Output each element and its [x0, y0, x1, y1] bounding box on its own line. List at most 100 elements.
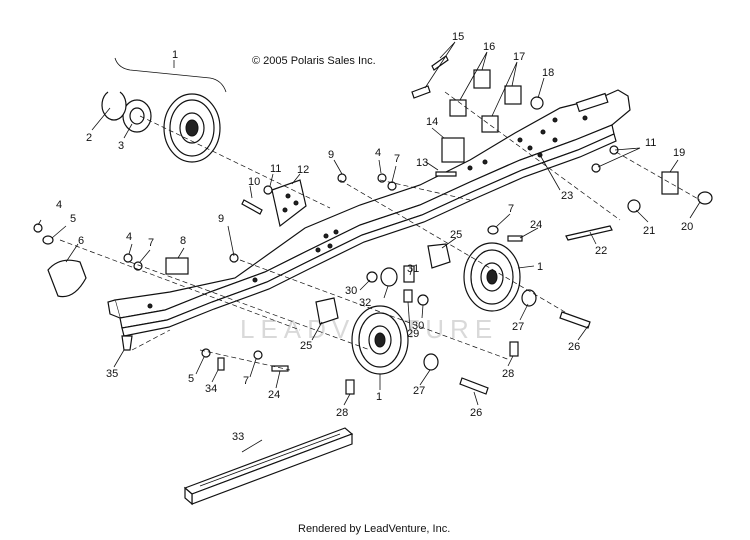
callout-33: 33	[232, 431, 244, 443]
callout-25: 25	[300, 340, 312, 352]
callout-27: 27	[512, 321, 524, 333]
callout-14: 14	[426, 116, 438, 128]
callout-4: 4	[375, 147, 381, 159]
callout-9: 9	[328, 149, 334, 161]
front-cap-6	[47, 259, 87, 298]
callout-26: 26	[470, 407, 482, 419]
callout-2: 2	[86, 132, 92, 144]
callout-25: 25	[450, 229, 462, 241]
callout-12: 12	[297, 164, 309, 176]
nut-4b	[123, 253, 133, 263]
bolt-22	[565, 225, 613, 241]
washer-27b	[423, 353, 439, 371]
callout-30: 30	[345, 285, 357, 297]
callout-1: 1	[537, 261, 543, 273]
block-14	[441, 137, 465, 163]
pin-15b	[411, 85, 431, 99]
pin-35	[121, 335, 133, 351]
spacer-17b	[481, 115, 499, 133]
slide-33	[183, 427, 354, 506]
bracket-19	[661, 171, 679, 195]
cap-20	[697, 191, 713, 205]
callout-5: 5	[70, 213, 76, 225]
callout-27: 27	[413, 385, 425, 397]
callout-23: 23	[561, 190, 573, 202]
copyright-text: © 2005 Polaris Sales Inc.	[252, 55, 376, 67]
washer-5a	[42, 235, 54, 245]
callout-1: 1	[376, 391, 382, 403]
callout-15: 15	[452, 31, 464, 43]
callout-4: 4	[126, 231, 132, 243]
callout-20: 20	[681, 221, 693, 233]
callout-24: 24	[268, 389, 280, 401]
callout-26: 26	[568, 341, 580, 353]
callout-6: 6	[78, 235, 84, 247]
plate-12	[271, 179, 307, 228]
rail-holes	[147, 115, 588, 309]
callout-7: 7	[508, 203, 514, 215]
callout-22: 22	[595, 245, 607, 257]
roller-32	[380, 267, 398, 287]
bolt-24a	[507, 235, 523, 242]
callout-11: 11	[645, 137, 656, 149]
bolt-34	[217, 357, 225, 371]
spacer-17a	[504, 85, 522, 105]
callout-4: 4	[56, 199, 62, 211]
bracket-25b	[315, 297, 339, 325]
callout-1: 1	[172, 49, 178, 61]
callout-29: 29	[407, 328, 419, 340]
bolt-29	[403, 289, 413, 303]
washer-27a	[521, 289, 537, 307]
callouts: 1 1 1 2 3 4 4 4 5 5 6 7 7 7 7 8 9 9 10 1…	[56, 31, 693, 443]
callout-9: 9	[218, 213, 224, 225]
washer-7d	[253, 350, 263, 360]
nut-11c	[591, 163, 601, 173]
bolt-28a	[509, 341, 519, 357]
bolt-26a	[559, 311, 591, 329]
callout-30: 30	[412, 320, 424, 332]
idler-wheel-top	[101, 91, 221, 163]
bolt-13	[435, 171, 457, 177]
callout-19: 19	[673, 147, 685, 159]
callout-13: 13	[416, 157, 428, 169]
spacer-31	[403, 265, 415, 283]
washer-7c	[487, 225, 499, 235]
callout-3: 3	[118, 140, 124, 152]
nut-4a	[33, 223, 43, 233]
idler-wheel-lower	[351, 305, 409, 375]
callout-28: 28	[336, 407, 348, 419]
footer-text: Rendered by LeadVenture, Inc.	[298, 523, 450, 535]
washer-30b	[417, 294, 429, 306]
leader-lines	[37, 41, 701, 453]
callout-34: 34	[205, 383, 217, 395]
callout-21: 21	[643, 225, 655, 237]
bolt-28b	[345, 379, 355, 395]
idler-wheel-right	[463, 242, 521, 312]
washer-18	[530, 96, 544, 110]
washer-30a	[366, 271, 378, 283]
spacer-16a	[473, 69, 491, 89]
callout-31: 31	[407, 263, 419, 275]
bolt-26b	[459, 377, 489, 395]
callout-11: 11	[270, 163, 281, 175]
callout-24: 24	[530, 219, 542, 231]
callout-18: 18	[542, 67, 554, 79]
callout-7: 7	[394, 153, 400, 165]
nut-21	[627, 199, 641, 213]
callout-5: 5	[188, 373, 194, 385]
callout-17: 17	[513, 51, 525, 63]
callout-35: 35	[106, 368, 118, 380]
rail-assembly	[107, 89, 631, 337]
spacer-16b	[449, 99, 467, 117]
washer-7a	[133, 261, 143, 271]
callout-10: 10	[248, 176, 260, 188]
bolt-10	[241, 199, 263, 215]
callout-32: 32	[359, 297, 371, 309]
callout-7: 7	[243, 375, 249, 387]
callout-16: 16	[483, 41, 495, 53]
washer-7b	[387, 181, 397, 191]
nut-11a	[263, 185, 273, 195]
washer-5b	[201, 348, 211, 358]
callout-28: 28	[502, 368, 514, 380]
